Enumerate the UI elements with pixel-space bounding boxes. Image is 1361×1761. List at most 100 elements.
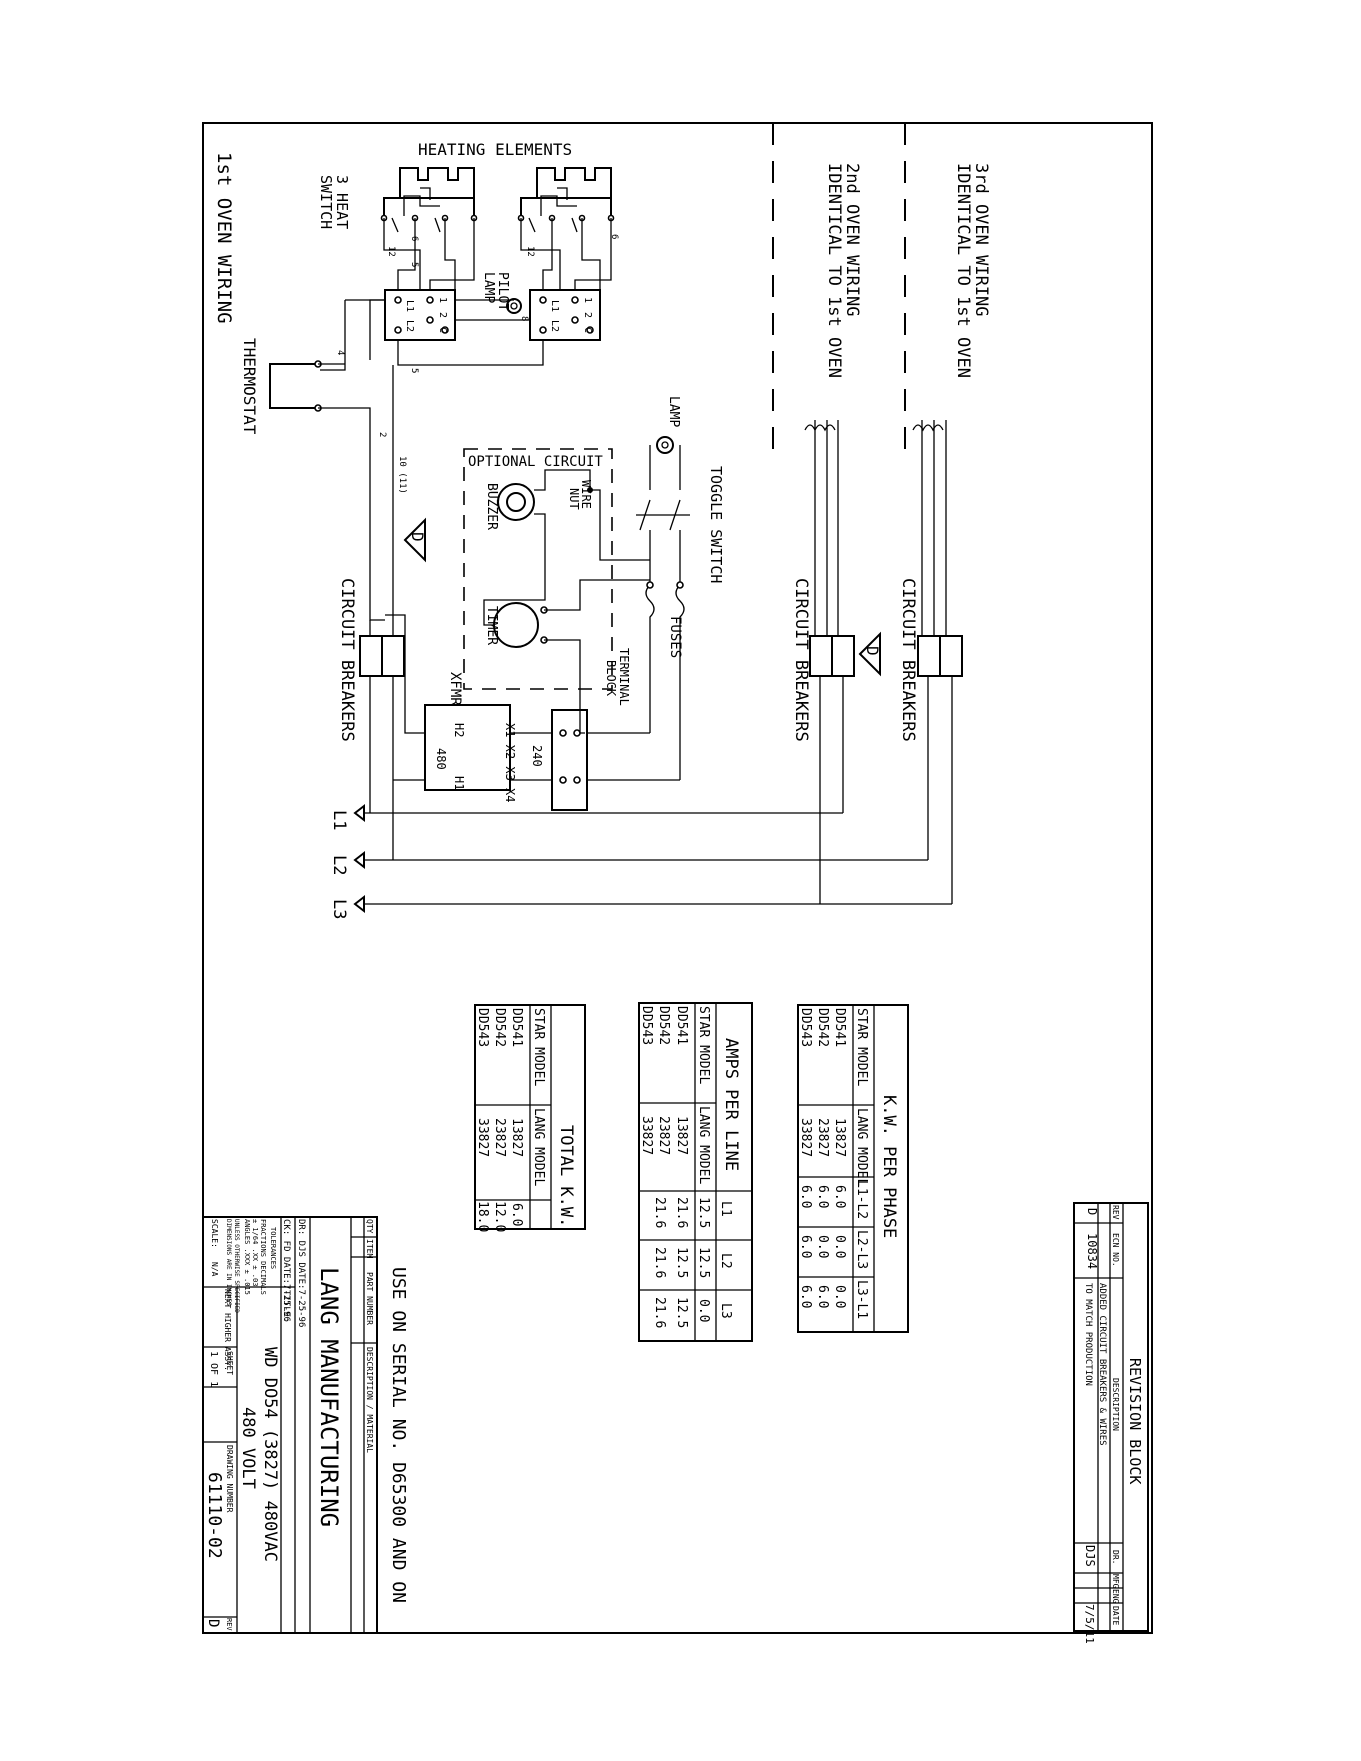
circuit-breakers-label-1: CIRCUIT BREAKERS <box>337 578 357 742</box>
buzzer <box>497 469 593 560</box>
toggle-switch-label: TOGGLE SWITCH <box>707 466 725 583</box>
revision-mark-1-letter: D <box>408 532 427 542</box>
amps-r1-c4: 0.0 <box>696 1299 711 1322</box>
kw-r1-c3: 0.0 <box>832 1235 847 1258</box>
amps-h-l1: L1 <box>718 1201 733 1217</box>
circuit-breaker-1 <box>359 620 405 860</box>
amps-r1-c3: 12.5 <box>696 1247 711 1278</box>
part-number-header: PART NUMBER <box>365 1272 374 1325</box>
totalkw-r2-c0: DD542 <box>492 1008 507 1047</box>
tolerances-1: TOLERANCES <box>269 1227 277 1269</box>
rev-value: D <box>205 1619 221 1627</box>
wire-num-2: 2 <box>377 432 387 437</box>
totalkw-h-star: STAR MODEL <box>531 1008 546 1086</box>
tolerances-3: ± 1/64 .XX ± .03 <box>251 1219 259 1286</box>
kw-r2-c4: 6.0 <box>815 1285 830 1308</box>
line-l1-label: L1 <box>329 810 349 830</box>
kw-h-l2l3: L2-L3 <box>854 1230 869 1269</box>
sw2-term-1: 1 <box>582 297 593 303</box>
circuit-breakers-label-2: CIRCUIT BREAKERS <box>791 578 811 742</box>
rev-h-date: DATE <box>1111 1606 1120 1625</box>
tolerances-4: ANGLES .XXX ± .015 <box>243 1219 251 1295</box>
wire-num-5b: 5 <box>409 368 419 373</box>
totalkw-table-title: TOTAL K.W. <box>556 1125 576 1227</box>
amps-r3-c3: 21.6 <box>652 1247 667 1278</box>
wire-num-12b: 12 <box>525 246 535 257</box>
kw-r3-c0: DD543 <box>798 1008 813 1047</box>
heating-elements-label: HEATING ELEMENTS <box>418 140 572 159</box>
circuit-breaker-3 <box>912 420 963 904</box>
amps-r2-c1: 23827 <box>656 1116 671 1155</box>
sheet-value: 1 OF 1 <box>208 1351 219 1387</box>
sw2-term-l1: L1 <box>549 300 560 312</box>
wire-num-4: 4 <box>335 350 345 355</box>
totalkw-row-1: DD541 13827 6.0 <box>509 1008 524 1226</box>
description-header: DESCRIPTION / MATERIAL <box>365 1347 374 1453</box>
sw1-term-l2: L2 <box>404 320 415 332</box>
h2-label: H2 <box>452 723 466 737</box>
line-l2-label: L2 <box>329 855 349 875</box>
rev-h-mfg: MFG <box>1111 1574 1120 1589</box>
pilot-lamp-label-2: LAMP <box>481 272 496 303</box>
kw-r3-c1: 33827 <box>798 1118 813 1157</box>
totalkw-r2-c1: 23827 <box>492 1118 507 1157</box>
rev-row-ecn: 10834 <box>1085 1233 1099 1269</box>
title-label: TITLE: <box>281 1290 291 1323</box>
pilot-lamp-label-1: PILOT <box>495 272 510 311</box>
lamp <box>649 436 681 490</box>
terminal-block-label-2: BLOCK <box>604 660 618 697</box>
next-assy-label: NEXT HIGHER ASSY. <box>223 1289 232 1371</box>
sw1-term-l1: L1 <box>404 300 415 312</box>
revision-mark-2-letter: D <box>863 646 882 656</box>
fuses <box>645 581 685 780</box>
kw-table-title: K.W. PER PHASE <box>879 1095 899 1238</box>
checked-by: CK: FD DATE:7-25-96 <box>281 1219 291 1322</box>
amps-h-l2: L2 <box>718 1253 733 1269</box>
rev-row-date: 7/5/11 <box>1083 1604 1096 1644</box>
kw-row-3: DD543 33827 6.0 6.0 6.0 <box>798 1008 813 1308</box>
heating-element-2 <box>517 167 615 233</box>
totalkw-row-3: DD543 33827 18.0 <box>475 1008 490 1232</box>
wire-num-6b: 6 <box>609 234 619 239</box>
totalkw-r3-c0: DD543 <box>475 1008 490 1047</box>
scale-value: N/A <box>210 1262 219 1277</box>
wire-num-12: 12 <box>386 246 396 257</box>
sw1-term-c: C <box>437 327 448 333</box>
totalkw-r1-c1: 13827 <box>509 1118 524 1157</box>
toggle-switch <box>590 489 690 585</box>
circuit-breaker-2 <box>804 420 855 904</box>
drawing-subtitle: 480 VOLT <box>238 1407 258 1489</box>
drawing-border <box>202 122 1153 1634</box>
kw-r2-c3: 0.0 <box>815 1235 830 1258</box>
amps-row-1: DD541 13827 12.5 12.5 0.0 <box>674 1006 711 1322</box>
rev-h-dr: DR. <box>1111 1550 1120 1564</box>
circuit-breakers-label-3: CIRCUIT BREAKERS <box>898 578 918 742</box>
heat-switch-label-1: 3 HEAT <box>333 175 351 229</box>
rev-row-rev: D <box>1085 1208 1099 1215</box>
kw-r1-c2: 6.0 <box>832 1185 847 1208</box>
revision-mark-1 <box>403 517 426 563</box>
oven2-label-1: 2nd OVEN WIRING <box>842 163 862 317</box>
xfmr-label: XFMR <box>447 672 463 706</box>
tolerances-2: FRACTIONS DECIMALS <box>259 1219 267 1295</box>
amps-h-star: STAR MODEL <box>696 1006 711 1084</box>
kw-h-l1l2: L1-L2 <box>854 1180 869 1219</box>
kw-r2-c2: 6.0 <box>815 1185 830 1208</box>
wire-num-8: 8 <box>519 316 529 321</box>
amps-per-line-table: AMPS PER LINE STAR MODEL LANG MODEL L1 L… <box>638 1002 753 1342</box>
sheet-label: SHEET <box>225 1351 234 1375</box>
v240-label: 240 <box>530 745 544 767</box>
terminal-block <box>551 709 680 811</box>
v480-label: 480 <box>434 748 448 770</box>
kw-per-phase-table: K.W. PER PHASE STAR MODEL LANG MODEL L1-… <box>797 1004 909 1333</box>
totalkw-r1-c2: 6.0 <box>509 1203 524 1226</box>
wire-num-5: 5 <box>409 262 419 267</box>
element-wiring <box>320 218 612 371</box>
wire-nut-label-2: NUT <box>567 488 581 510</box>
revision-mark-2 <box>858 631 881 677</box>
oven1-label: 1st OVEN WIRING <box>213 152 235 324</box>
rev-row-dr: DJS <box>1083 1545 1097 1567</box>
h1-label: H1 <box>452 776 466 790</box>
transformer <box>385 614 552 791</box>
